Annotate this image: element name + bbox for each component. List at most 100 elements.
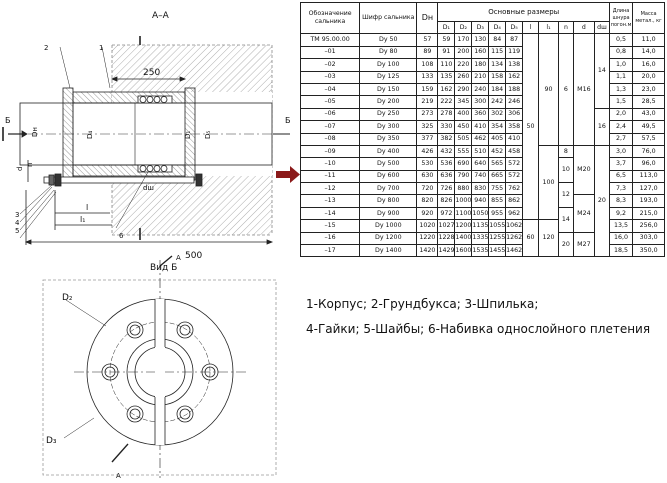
cell-code: Dy 125	[359, 70, 418, 84]
cell-len: 2,4	[608, 120, 634, 134]
cell-d4: 354	[488, 120, 507, 134]
cell-d5: 572	[505, 169, 524, 184]
legend-line-2: 4-Гайки; 5-Шайбы; 6-Набивка однослойного…	[306, 322, 651, 336]
cell-d2: 290	[454, 82, 473, 97]
cell-code: Dy 250	[359, 107, 418, 122]
cell-code: Dy 80	[359, 45, 418, 60]
cell-len: 3,0	[608, 144, 634, 159]
spec-table-wrapper: Обозначение сальника Шифр сальника Dн Ос…	[299, 1, 665, 258]
cell-d5: 162	[505, 70, 524, 84]
cell-d1: 972	[437, 206, 456, 221]
cell-d-merged: M20	[572, 144, 595, 196]
col-dn-header: Dн	[416, 1, 439, 35]
cell-dn: 820	[416, 194, 439, 208]
cell-l1-merged: 90	[537, 33, 560, 146]
cell-d4: 405	[488, 132, 507, 146]
cell-dn: 530	[416, 157, 439, 171]
part-3-label: 3	[15, 211, 19, 219]
cell-d3: 940	[471, 194, 490, 208]
cell-mass: 215,0	[632, 206, 665, 221]
cell-d1: 91	[437, 45, 456, 60]
cell-code: Dy 300	[359, 120, 418, 134]
cell-mass: 11,0	[632, 33, 665, 47]
cell-len: 0,8	[608, 45, 634, 60]
cell-code: Dy 600	[359, 169, 418, 184]
part-5-label: 5	[15, 227, 19, 235]
cell-l1-merged: 120	[537, 219, 560, 258]
cell-d1: 59	[437, 33, 456, 47]
cell-mass: 256,0	[632, 219, 665, 233]
arrow-a-bottom-label: А	[116, 472, 121, 480]
front-view-b	[42, 255, 277, 478]
cell-n-merged: 10	[558, 157, 574, 184]
cell-d2: 880	[454, 182, 473, 196]
section-label: А–А	[152, 11, 170, 21]
col-d1-header: D₁	[437, 20, 456, 35]
cell-dn: 1220	[416, 231, 439, 246]
cell-dn: 920	[416, 206, 439, 221]
d5-label: D₅	[204, 131, 212, 139]
cell-d4: 1055	[488, 219, 507, 233]
cell-d1: 278	[437, 107, 456, 122]
cell-d2: 790	[454, 169, 473, 184]
cell-mass: 57,5	[632, 132, 665, 146]
cell-dn: 133	[416, 70, 439, 84]
cell-designation: –01	[299, 45, 361, 60]
col-code-header: Шифр сальника	[359, 1, 418, 35]
cell-mass: 49,5	[632, 120, 665, 134]
cell-code: Dy 1000	[359, 219, 418, 233]
cell-d3: 1135	[471, 219, 490, 233]
cell-d-merged: M24	[572, 194, 595, 233]
cell-dn: 57	[416, 33, 439, 47]
arrow-b-right-label: Б	[285, 116, 291, 125]
cell-d2: 1000	[454, 194, 473, 208]
cell-dn: 1420	[416, 244, 439, 258]
cell-d2: 345	[454, 95, 473, 109]
cell-code: Dy 100	[359, 58, 418, 72]
cell-d2: 505	[454, 132, 473, 146]
cell-mass: 20,0	[632, 70, 665, 84]
cell-d2: 690	[454, 157, 473, 171]
cell-designation: –03	[299, 70, 361, 84]
col-d4-header: D₄	[488, 20, 507, 35]
cell-mass: 14,0	[632, 45, 665, 60]
cell-d1: 1228	[437, 231, 456, 246]
cell-mass: 127,0	[632, 182, 665, 196]
cell-d3: 300	[471, 95, 490, 109]
cell-code: Dy 700	[359, 182, 418, 196]
cell-dn: 89	[416, 45, 439, 60]
cell-d3: 160	[471, 45, 490, 60]
cell-code: Dy 200	[359, 95, 418, 109]
d2-label: D₂	[62, 293, 73, 303]
cell-len: 1,3	[608, 82, 634, 97]
cell-d-merged: M16	[572, 33, 595, 146]
cell-len: 8,3	[608, 194, 634, 208]
cell-d1: 536	[437, 157, 456, 171]
cell-code: Dy 150	[359, 82, 418, 97]
bolt-holes	[101, 321, 219, 423]
cell-len: 2,7	[608, 132, 634, 146]
cell-designation: –05	[299, 95, 361, 109]
section-view-a-a	[2, 36, 290, 245]
cell-code: Dy 400	[359, 144, 418, 159]
cell-dn: 159	[416, 82, 439, 97]
cell-d4: 755	[488, 182, 507, 196]
col-n-header: n	[558, 20, 574, 35]
cell-len: 1,1	[608, 70, 634, 84]
cell-d4: 242	[488, 95, 507, 109]
cell-designation: –15	[299, 219, 361, 233]
cell-d1: 162	[437, 82, 456, 97]
cell-len: 2,0	[608, 107, 634, 122]
cell-code: Dy 1200	[359, 231, 418, 246]
cell-d4: 855	[488, 194, 507, 208]
cell-len: 6,5	[608, 169, 634, 184]
cell-code: Dy 50	[359, 33, 418, 47]
